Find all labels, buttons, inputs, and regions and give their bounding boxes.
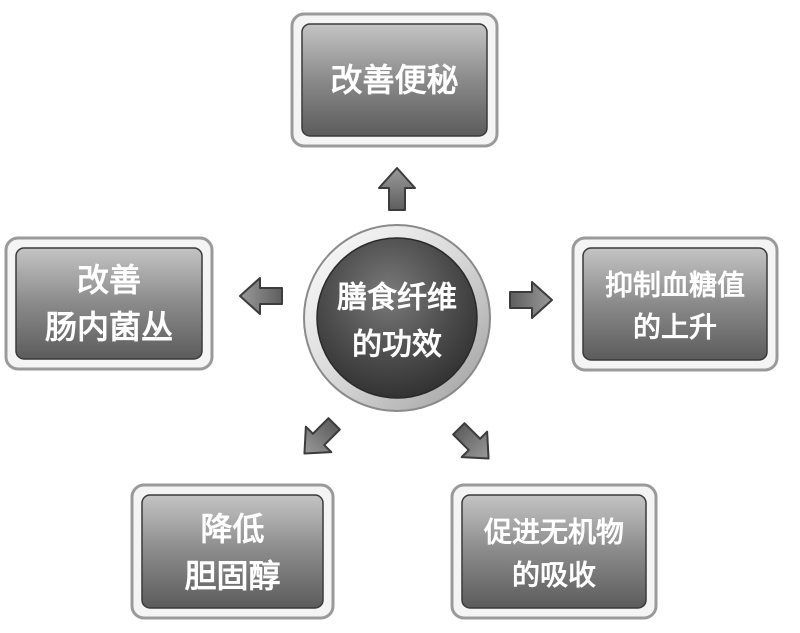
arrow-right-icon bbox=[509, 281, 553, 319]
arrow-up-icon bbox=[378, 167, 416, 211]
box-panel bbox=[301, 23, 488, 137]
center-title-line1: 膳食纤维 bbox=[337, 281, 457, 316]
benefit-box-constipation: 改善便秘 bbox=[290, 12, 499, 148]
benefit-label-line2: 的吸收 bbox=[512, 559, 596, 592]
benefit-box-intestinal-flora: 改善 肠内菌丛 bbox=[4, 236, 214, 371]
box-panel bbox=[582, 247, 768, 361]
benefit-label-line1: 改善 bbox=[77, 261, 141, 299]
box-panel bbox=[461, 494, 647, 609]
arrow-down-right-icon bbox=[452, 422, 490, 460]
box-panel bbox=[141, 494, 324, 609]
center-disc bbox=[316, 237, 478, 399]
benefit-box-cholesterol: 降低 胆固醇 bbox=[130, 483, 335, 620]
benefit-label: 改善便秘 bbox=[330, 61, 458, 99]
benefit-box-blood-sugar: 抑制血糖值 的上升 bbox=[571, 236, 779, 372]
benefit-label-line1: 促进无机物 bbox=[483, 516, 624, 549]
benefit-box-mineral-absorption: 促进无机物 的吸收 bbox=[450, 483, 658, 620]
box-panel bbox=[15, 247, 203, 360]
benefit-label-line1: 降低 bbox=[200, 510, 264, 548]
arrow-left-icon bbox=[239, 277, 283, 315]
benefit-label-line2: 的上升 bbox=[633, 311, 717, 344]
benefit-label-line1: 抑制血糖值 bbox=[605, 269, 745, 302]
center-title-line2: 的功效 bbox=[352, 328, 442, 363]
center-topic: 膳食纤维 的功效 bbox=[303, 224, 491, 412]
arrow-down-left-icon bbox=[303, 417, 341, 455]
benefit-label-line2: 肠内菌丛 bbox=[45, 308, 173, 346]
benefit-label-line2: 胆固醇 bbox=[184, 557, 280, 595]
